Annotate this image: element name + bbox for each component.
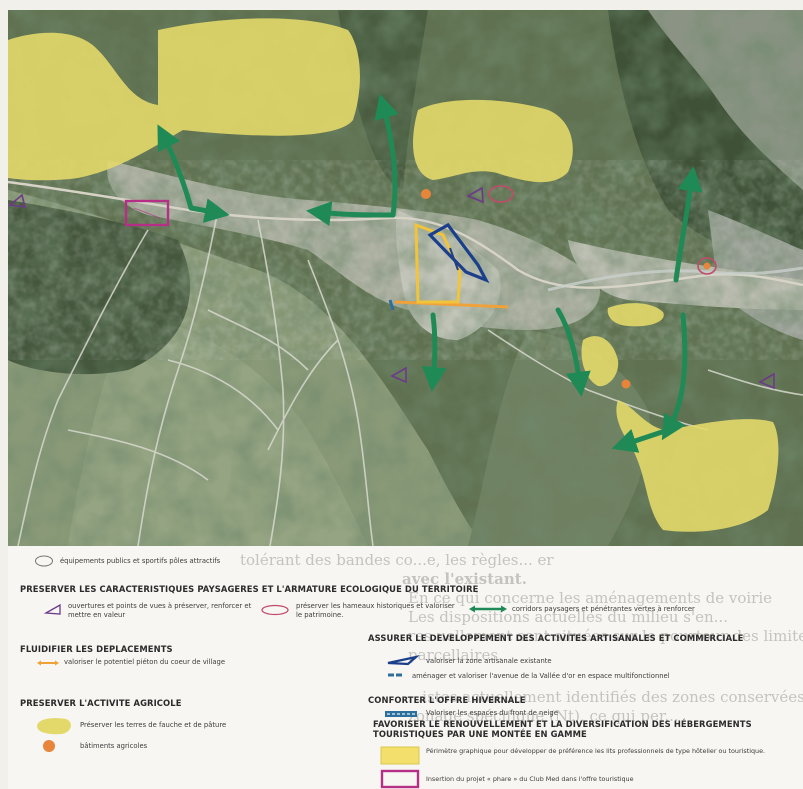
legend-item-viewpoints: ouvertures et points de vues à préserver… — [68, 602, 252, 619]
hamlet-swatch-icon — [261, 604, 289, 616]
village-heart-outline — [414, 222, 462, 304]
main-road — [8, 180, 803, 289]
ghost-line: ...istes actuellement identifiés des zon… — [408, 688, 803, 706]
section-title-hebergements: FAVORISER LE RENOUVELLEMENT ET LA DIVERS… — [373, 719, 752, 739]
legend-item-corridors: corridors paysagers et pénétrantes verte… — [512, 605, 695, 613]
legend-item-snowfront: Valoriser les espaces du front de neige — [426, 709, 558, 717]
avenue-swatch-icon — [388, 673, 402, 677]
viewpoint-east — [758, 372, 775, 390]
legend-equipements: équipements publics et sportifs pôles at… — [60, 557, 221, 565]
legend-item-hotel-perimeter: Périmètre graphique pour développer de p… — [426, 747, 766, 755]
hamlet-east — [697, 257, 717, 275]
section-title-artisanal: ASSURER LE DEVELOPPEMENT DES ACTIVITES A… — [368, 633, 744, 643]
legend-item-avenue: aménager et valoriser l'avenue de la Val… — [412, 672, 670, 680]
club-med-project — [124, 199, 170, 227]
agri-zone-east-small — [607, 303, 664, 327]
section-title-deplacements: FLUIDIFIER LES DEPLACEMENTS — [20, 644, 173, 654]
legend-item-hamlets: préserver les hameaux historiques et val… — [296, 602, 455, 619]
corridor-centre — [374, 93, 399, 218]
section-title-paysage: PRESERVER LES CARACTERISTIQUES PAYSAGERE… — [20, 584, 479, 594]
avenue-mark — [388, 299, 395, 311]
snowfront-swatch-icon — [385, 711, 417, 717]
corridor-east-north — [673, 166, 703, 283]
ghost-line: zonage spécifique (Nt), ce qui per... — [408, 707, 679, 725]
farm-building-3 — [621, 379, 631, 389]
pedestrian-swatch-icon — [37, 660, 59, 666]
corridor-west — [157, 124, 194, 211]
legend-item-club-med: Insertion du projet « phare » du Club Me… — [426, 775, 634, 783]
corridor-west-south — [188, 198, 230, 223]
viewpoint-north — [466, 186, 484, 204]
river — [547, 266, 803, 292]
corridor-east-south — [661, 312, 688, 441]
builtup-texture — [8, 160, 803, 360]
farm-building-2 — [703, 262, 711, 270]
corridor-centre-west — [306, 201, 396, 226]
ghost-line: tolérant des bandes co...e, les règles..… — [240, 551, 554, 569]
hamlet-north — [488, 185, 514, 203]
farm-building-1 — [421, 189, 431, 199]
farm-swatch-icon — [43, 740, 55, 752]
ghost-line: En ce qui concerne les aménagements de v… — [408, 589, 773, 607]
ghost-line: avec l'existant. — [402, 570, 527, 588]
hotel-perimeter-swatch-icon — [380, 746, 420, 765]
section-title-hivernale: CONFORTER L'OFFRE HIVERNALE — [368, 695, 526, 705]
map-legend: tolérant des bandes co...e, les règles..… — [8, 546, 803, 789]
corridor-east-south-west — [611, 427, 671, 453]
artisanal-swatch-icon — [387, 655, 420, 666]
legend-item-pedestrian: valoriser le potentiel piéton du coeur d… — [64, 658, 226, 666]
ghost-line: Les dispositions actuelles du milieu s'e… — [408, 608, 728, 626]
legend-item-artisanal: valoriser la zone artisanale existante — [426, 657, 552, 665]
artisanal-zone — [427, 222, 490, 284]
viewpoint-west — [8, 193, 27, 208]
viewpoint-swatch-icon — [44, 603, 61, 615]
green-corridors — [157, 93, 703, 453]
ghost-line: parcellaires. — [408, 646, 503, 664]
legend-item-agri-zones: Préserver les terres de fauche et de pât… — [80, 721, 227, 729]
agri-zone-swatch-icon — [37, 718, 71, 735]
legend-item-farms: bâtiments agricoles — [80, 742, 148, 750]
agri-zone-north-west — [8, 18, 360, 181]
club-med-swatch-icon — [380, 769, 420, 789]
pedestrian-axis — [394, 300, 509, 309]
corridor-east-mid — [555, 307, 591, 397]
viewpoint-centre — [390, 366, 407, 384]
corridor-swatch-icon — [469, 605, 507, 613]
section-title-agricole: PRESERVER L'ACTIVITE AGRICOLE — [20, 698, 182, 708]
map-svg — [8, 10, 803, 546]
ghost-line: res uellement sont situées sur le pourto… — [408, 627, 803, 645]
artisanal-zone-inner — [449, 247, 459, 271]
map-view[interactable] — [8, 10, 803, 546]
club-med-hatch — [133, 207, 161, 219]
equipment-swatch-icon — [35, 555, 53, 567]
viewpoints — [8, 186, 775, 390]
corridor-village-south — [421, 312, 447, 392]
agri-zone-north — [413, 99, 573, 183]
